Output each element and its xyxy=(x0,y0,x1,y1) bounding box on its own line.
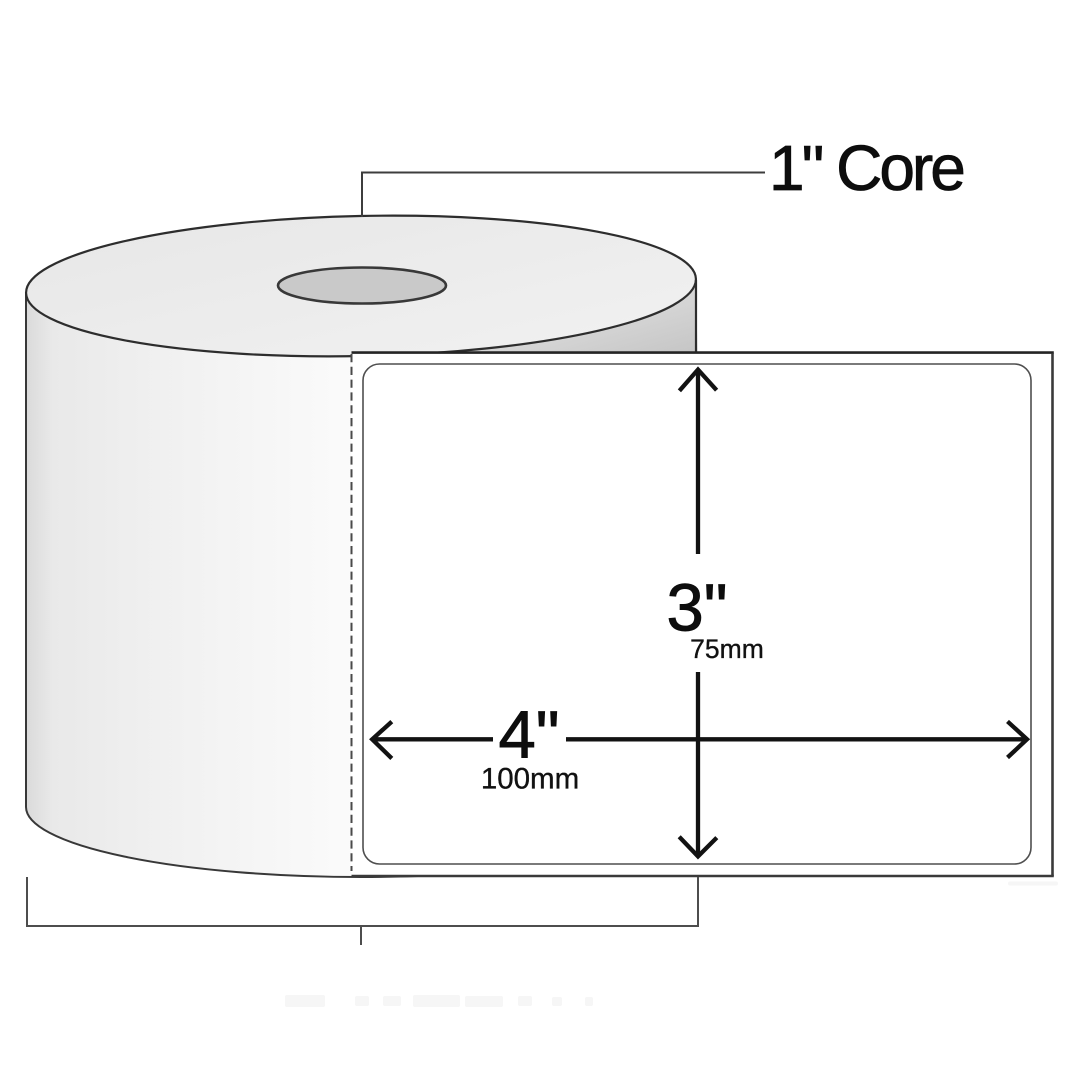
svg-text:4": 4" xyxy=(498,698,559,773)
svg-text:100mm: 100mm xyxy=(481,763,579,796)
svg-text:75mm: 75mm xyxy=(690,634,764,664)
svg-text:1" Core: 1" Core xyxy=(769,132,963,204)
svg-text:3": 3" xyxy=(666,571,727,646)
